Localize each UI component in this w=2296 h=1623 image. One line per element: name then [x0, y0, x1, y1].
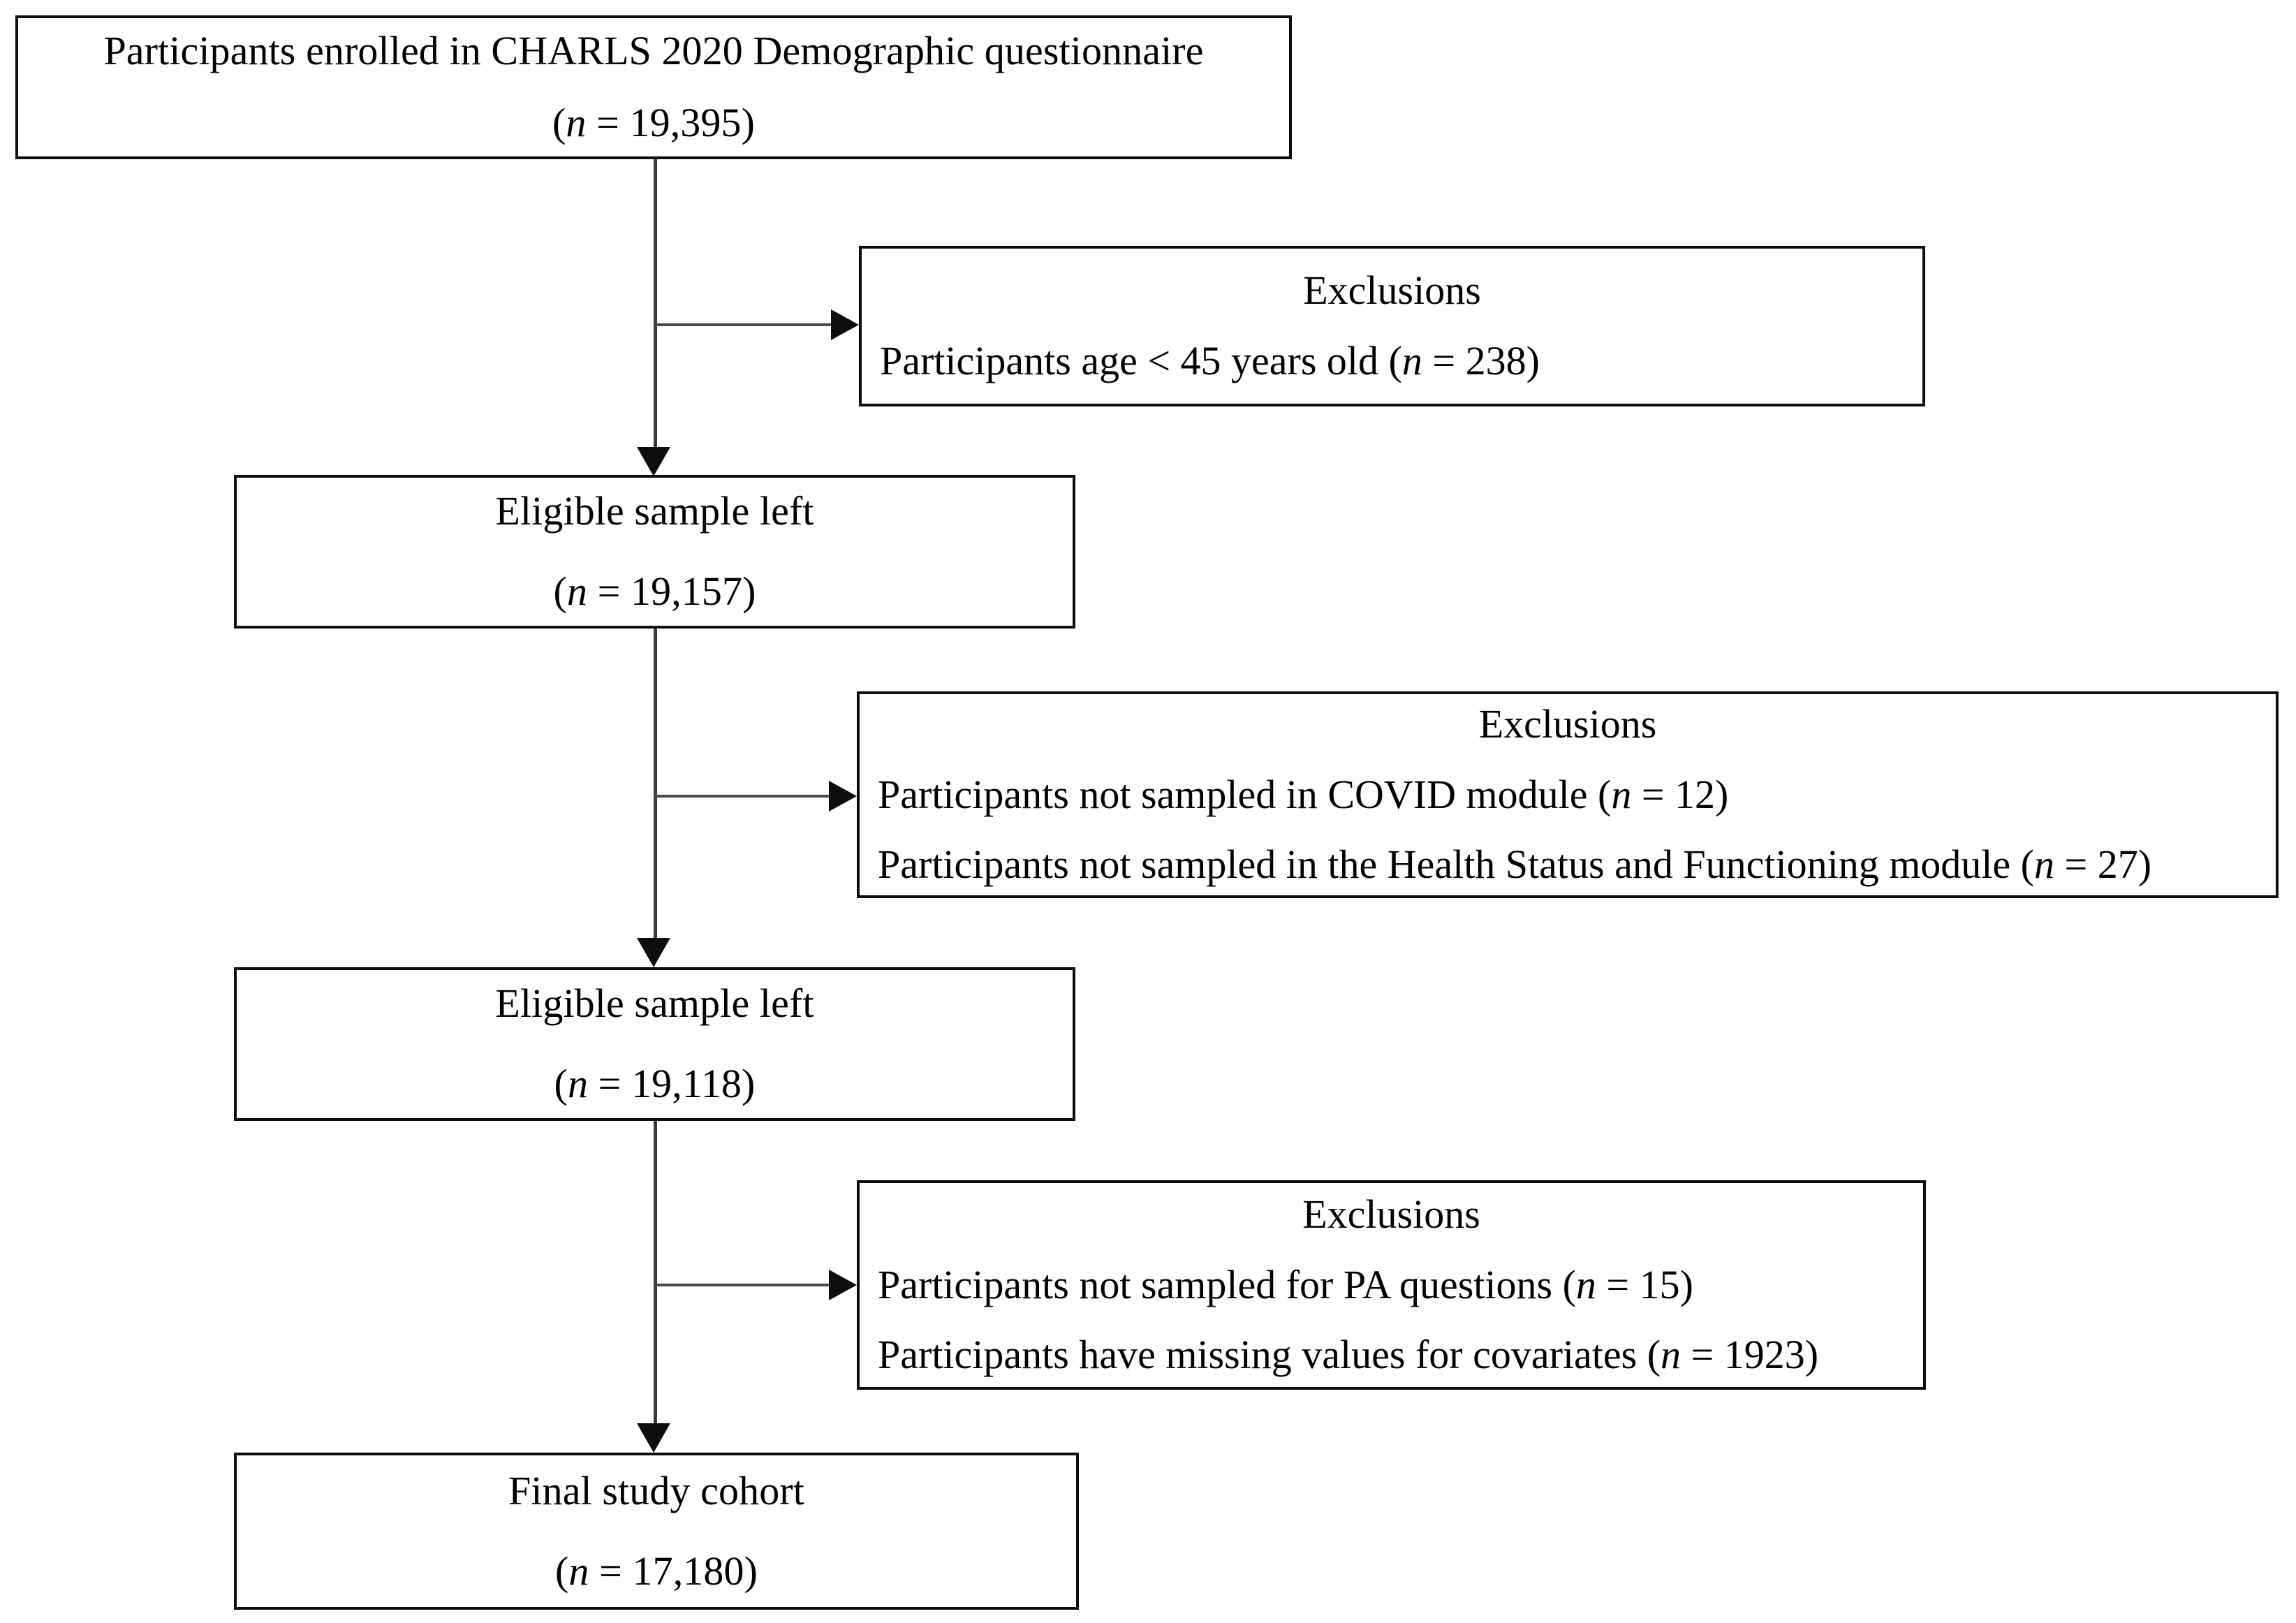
exclusion-3-item-1: Participants have missing values for cov… — [878, 1332, 1905, 1378]
n-symbol: n — [1401, 338, 1422, 383]
connector-branch-2 — [655, 795, 832, 798]
paren-open: ( — [554, 1548, 569, 1594]
node-eligible-1: Eligible sample left (n = 19,157) — [234, 475, 1075, 629]
node-final-cohort-count: (n = 17,180) — [554, 1548, 758, 1594]
count-value: 17,180 — [632, 1548, 744, 1594]
node-eligible-1-count: (n = 19,157) — [553, 568, 756, 614]
exclusion-1-heading: Exclusions — [1303, 267, 1481, 314]
node-eligible-1-title: Eligible sample left — [495, 488, 814, 534]
paren-close: ) — [742, 1061, 756, 1106]
equals: = — [1422, 338, 1466, 383]
paren-open: ( — [1388, 338, 1402, 383]
equals: = — [1631, 771, 1675, 817]
n-symbol: n — [1575, 1261, 1596, 1307]
n-symbol: n — [568, 1548, 589, 1594]
exclusion-3-item-0: Participants not sampled for PA question… — [878, 1261, 1905, 1307]
exclusion-text: Participants not sampled for PA question… — [878, 1261, 1563, 1307]
node-exclusion-2: Exclusions Participants not sampled in C… — [857, 691, 2279, 898]
connector-branch-1 — [655, 323, 834, 326]
paren-open: ( — [2020, 842, 2034, 888]
paren-open: ( — [1647, 1332, 1661, 1378]
spacer — [878, 1306, 1905, 1334]
node-final-cohort: Final study cohort (n = 17,180) — [234, 1453, 1079, 1610]
paren-close: ) — [2137, 842, 2152, 888]
exclusion-text: Participants not sampled in the Health S… — [878, 842, 2021, 888]
node-exclusion-1: Exclusions Participants age < 45 years o… — [859, 246, 1925, 406]
equals: = — [586, 100, 630, 145]
count-value: 19,157 — [631, 568, 743, 614]
paren-close: ) — [1715, 771, 1729, 817]
spacer — [878, 816, 2258, 844]
exclusion-2-item-0: Participants not sampled in COVID module… — [878, 771, 2258, 817]
n-symbol: n — [2034, 842, 2054, 888]
equals: = — [1681, 1332, 1724, 1378]
n-symbol: n — [1661, 1332, 1681, 1378]
node-enrolled-count: (n = 19,395) — [552, 101, 755, 145]
arrow-right-2 — [829, 781, 857, 812]
count-value: 238 — [1465, 338, 1526, 383]
node-eligible-2-count: (n = 19,118) — [554, 1062, 756, 1106]
count-value: 12 — [1675, 771, 1716, 817]
node-final-cohort-title: Final study cohort — [508, 1467, 804, 1513]
n-symbol: n — [566, 100, 587, 145]
arrow-down-1 — [637, 447, 670, 476]
n-symbol: n — [1611, 771, 1632, 817]
equals: = — [589, 1548, 633, 1594]
node-eligible-2: Eligible sample left (n = 19,118) — [234, 967, 1075, 1121]
paren-close: ) — [744, 1548, 758, 1594]
spacer — [880, 312, 1904, 340]
node-enrolled-title: Participants enrolled in CHARLS 2020 Dem… — [103, 28, 1204, 74]
exclusion-text: Participants not sampled in COVID module — [878, 771, 1598, 817]
arrow-down-3 — [637, 1423, 670, 1453]
paren-open: ( — [1562, 1261, 1576, 1307]
spacer — [878, 746, 2258, 774]
paren-close: ) — [1679, 1261, 1693, 1307]
connector-trunk-3 — [654, 1121, 657, 1432]
exclusion-text: Participants age < 45 years old — [880, 338, 1389, 383]
arrow-down-2 — [637, 938, 670, 967]
exclusion-1-item-0: Participants age < 45 years old (n = 238… — [880, 338, 1904, 383]
equals: = — [1596, 1261, 1640, 1307]
equals: = — [587, 568, 631, 614]
n-symbol: n — [566, 568, 587, 614]
count-value: 19,118 — [631, 1061, 742, 1106]
exclusion-3-heading: Exclusions — [1302, 1191, 1480, 1237]
paren-open: ( — [553, 568, 567, 614]
connector-trunk-2 — [654, 629, 657, 946]
node-enrolled: Participants enrolled in CHARLS 2020 Dem… — [15, 15, 1292, 159]
exclusion-text: Participants have missing values for cov… — [878, 1332, 1647, 1378]
paren-open: ( — [554, 1061, 568, 1106]
spacer — [878, 1236, 1905, 1264]
paren-open: ( — [1597, 771, 1612, 817]
n-symbol: n — [567, 1061, 589, 1106]
count-value: 1923 — [1723, 1332, 1805, 1378]
paren-close: ) — [1804, 1332, 1819, 1378]
paren-close: ) — [742, 568, 756, 614]
node-exclusion-3: Exclusions Participants not sampled for … — [857, 1180, 1926, 1390]
paren-open: ( — [552, 100, 566, 145]
count-value: 19,395 — [629, 100, 742, 145]
paren-close: ) — [741, 100, 756, 145]
arrow-right-1 — [831, 309, 859, 340]
connector-branch-3 — [655, 1284, 832, 1286]
exclusion-2-item-1: Participants not sampled in the Health S… — [878, 842, 2258, 888]
count-value: 27 — [2097, 842, 2138, 888]
equals: = — [2054, 842, 2098, 888]
count-value: 15 — [1639, 1261, 1680, 1307]
equals: = — [588, 1061, 632, 1106]
exclusion-2-heading: Exclusions — [1478, 700, 1657, 747]
paren-close: ) — [1526, 338, 1540, 383]
node-eligible-2-title: Eligible sample left — [495, 981, 814, 1027]
arrow-right-3 — [829, 1270, 857, 1300]
connector-trunk-1 — [654, 159, 657, 455]
